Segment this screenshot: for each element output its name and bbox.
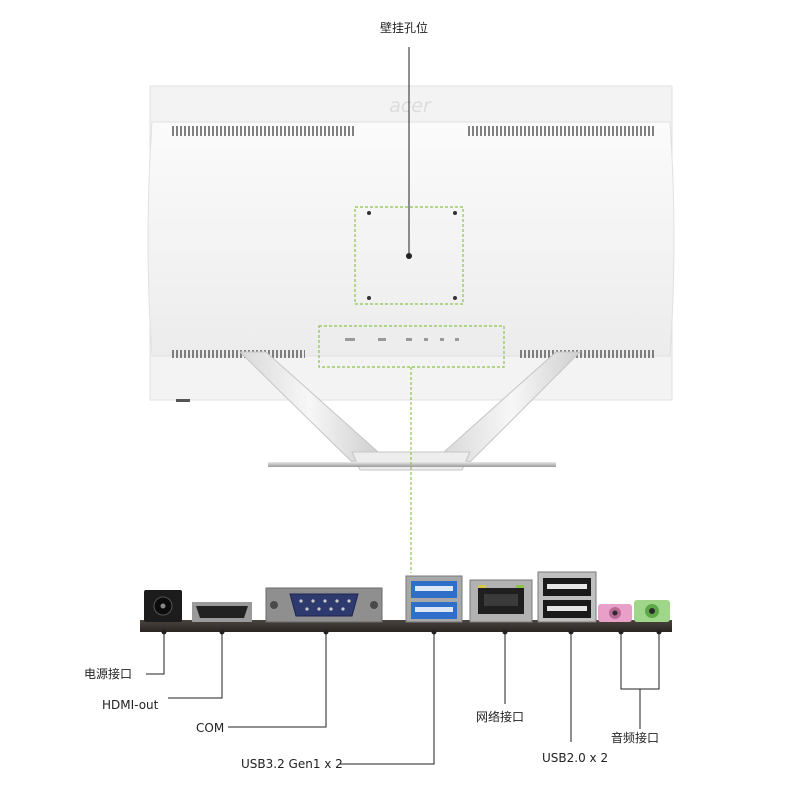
lan-label: 网络接口 [476, 710, 525, 724]
usb32-label: USB3.2 Gen1 x 2 [241, 757, 343, 771]
com-port [265, 587, 383, 623]
power-label: 电源接口 [84, 667, 133, 681]
monitor-stand [238, 351, 582, 471]
top-right-vent [466, 126, 656, 136]
hdmi-port [192, 602, 252, 622]
stand-base [268, 462, 556, 467]
com-label: COM [196, 721, 225, 735]
bottom-left-vent [170, 350, 305, 358]
bottom-right-vent [520, 350, 656, 358]
usb32-ports [405, 575, 463, 623]
vesa-mount-highlight [354, 206, 464, 305]
port-leader-lines [146, 632, 660, 765]
power-jack [144, 590, 182, 622]
wall-mount-label: 壁挂孔位 [380, 21, 429, 35]
lan-port [469, 579, 533, 623]
rear-port-glyphs [345, 338, 459, 341]
acer-logo: acer [389, 95, 432, 117]
port-leader-dots [161, 629, 662, 635]
usb20-ports [537, 571, 597, 623]
usb20-label: USB2.0 x 2 [542, 751, 609, 765]
rear-io-highlight [318, 325, 505, 368]
monitor-rear: acer [147, 85, 675, 402]
wall-mount-dot [406, 253, 412, 259]
io-board [140, 571, 672, 632]
audio-jacks [598, 600, 670, 622]
audio-label: 音频接口 [611, 731, 660, 745]
hdmi-label: HDMI-out [102, 698, 159, 712]
vesa-screw-holes [367, 211, 457, 300]
top-left-vent [170, 126, 356, 136]
